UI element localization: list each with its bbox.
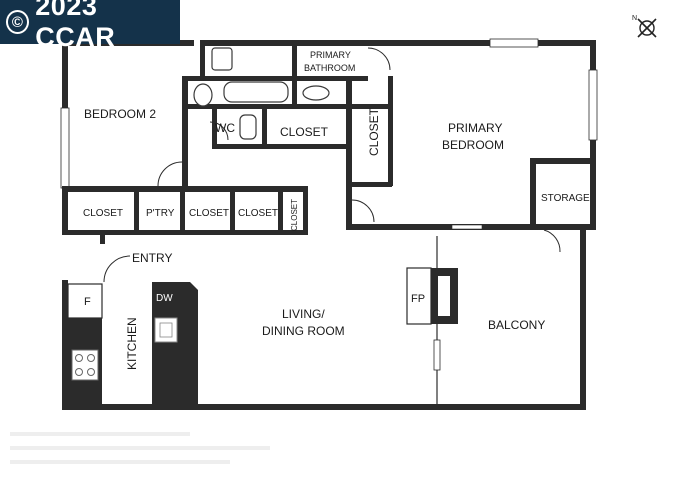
label-primary-bath-1: PRIMARY [310, 50, 351, 60]
copyright-icon: © [6, 10, 30, 34]
label-closet-center: CLOSET [280, 125, 329, 139]
compass-north-label: N [632, 15, 637, 22]
label-primary-bath-2: BATHROOM [304, 63, 355, 73]
footer-smudge [10, 432, 270, 464]
bedroom-south-walls [346, 158, 596, 230]
label-storage: STORAGE [541, 193, 590, 204]
label-pantry: P'TRY [146, 208, 175, 219]
label-living-2: DINING ROOM [262, 324, 345, 338]
label-fireplace: FP [411, 293, 425, 305]
label-closet-vertical: CLOSET [367, 107, 381, 156]
label-living-1: LIVING/ [282, 307, 325, 321]
watermark-text: 2023 CCAR [35, 0, 116, 52]
bathroom-block [182, 40, 368, 186]
vertical-closet-walls [346, 76, 393, 187]
label-primary-bedroom-2: BEDROOM [442, 138, 504, 152]
label-closet-row-1: CLOSET [83, 208, 123, 219]
label-bedroom2: BEDROOM 2 [84, 107, 156, 121]
copyright-watermark: © 2023 CCAR [0, 0, 180, 52]
label-balcony: BALCONY [488, 318, 545, 332]
label-closet-row-4: CLOSET [290, 199, 299, 231]
compass-icon [637, 18, 657, 38]
label-wc: WC [215, 121, 235, 135]
door-swings [103, 47, 561, 283]
label-primary-bedroom-1: PRIMARY [448, 121, 502, 135]
label-closet-row-3: CLOSET [238, 208, 278, 219]
label-entry: ENTRY [132, 251, 172, 265]
kitchen-fixtures [67, 282, 198, 406]
label-fridge: F [84, 296, 91, 308]
bathroom-fixtures [193, 47, 330, 140]
label-closet-row-2: CLOSET [189, 208, 229, 219]
label-dishwasher: DW [156, 293, 173, 304]
closet-row-walls [62, 186, 308, 244]
fireplace [406, 236, 458, 404]
label-kitchen: KITCHEN [125, 317, 139, 370]
